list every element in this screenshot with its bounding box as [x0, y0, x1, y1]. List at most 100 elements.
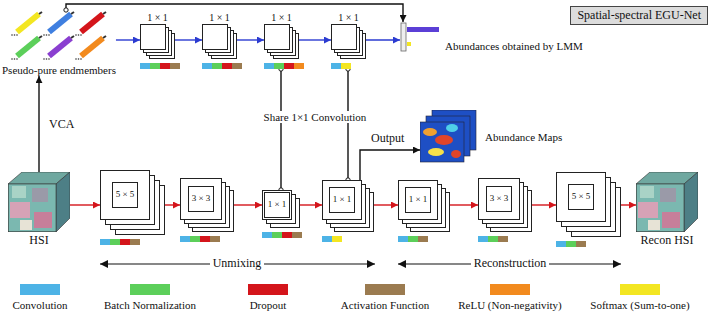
section-label: Reconstruction — [471, 257, 550, 270]
cube-front — [8, 184, 56, 232]
layer-op — [264, 63, 274, 69]
figure-node: Abundance Maps — [420, 110, 562, 165]
layer-frame — [140, 24, 175, 59]
legend-swatch — [20, 284, 60, 295]
endmember-bar — [81, 38, 103, 56]
feature-map — [479, 179, 520, 220]
feature-map — [399, 181, 438, 220]
layer-op — [210, 236, 220, 242]
node-label: Abundances obtained by LMM — [445, 40, 583, 52]
node-label: Pseudo-pure endmembers — [2, 64, 116, 76]
endmember-bar — [17, 14, 39, 32]
legend-text: Batch Normalization — [104, 299, 196, 311]
kernel-size: 3 × 3 — [192, 194, 211, 204]
layer-color-bar — [262, 232, 302, 238]
layer-op — [272, 232, 282, 238]
figure-node: HSI — [8, 172, 70, 247]
legend-item: ReLU (Non-negativity) — [458, 284, 562, 311]
connector — [374, 204, 398, 205]
layer-op — [331, 63, 341, 69]
connector — [621, 204, 636, 205]
dot — [80, 34, 82, 36]
dot — [48, 58, 50, 60]
legend-text: ReLU (Non-negativity) — [458, 299, 562, 311]
node-label: Abundance Maps — [485, 131, 562, 143]
abundance-bar — [407, 42, 411, 46]
layer-heading: 1 × 1 — [264, 12, 299, 23]
layer-color-bar — [322, 236, 342, 242]
layer-op — [556, 241, 566, 247]
layer-frame — [202, 24, 237, 59]
layer-op — [130, 239, 140, 245]
legend-item: Dropout — [248, 284, 288, 311]
layer-op — [284, 63, 294, 69]
connector — [299, 39, 331, 40]
kernel-size: 5 × 5 — [572, 192, 591, 202]
layer-op — [332, 236, 342, 242]
feature-map — [181, 179, 222, 220]
endmember-bar — [49, 38, 71, 56]
cube-front-outline — [8, 184, 56, 232]
legend-item: Batch Normalization — [104, 284, 196, 311]
edge-label-holder: Output — [368, 132, 407, 145]
layer-color-bar — [264, 63, 304, 69]
layer-color-bar — [556, 241, 586, 247]
edge-label: Output — [368, 132, 407, 145]
legend-swatch — [248, 284, 288, 295]
layer-op — [222, 63, 232, 69]
node-label: Recon HSI — [641, 234, 694, 247]
feature-map — [203, 25, 228, 50]
dot — [75, 34, 77, 36]
layer-stack: 5 × 5 — [556, 172, 621, 247]
layer-color-bar — [478, 236, 508, 242]
endmember-bar — [17, 38, 39, 56]
figure-node: Abundances obtained by LMM — [400, 22, 583, 52]
figure — [400, 22, 440, 52]
kernel-square — [569, 185, 594, 210]
layer-op — [282, 232, 292, 238]
section-label: Unmixing — [210, 257, 265, 270]
connector — [38, 76, 39, 172]
kernel-size: 5 × 5 — [116, 190, 135, 200]
dot — [16, 58, 18, 60]
kernel-square — [330, 188, 355, 213]
map-blob — [451, 150, 461, 158]
dot — [14, 58, 16, 60]
layer-op — [488, 236, 498, 242]
layer-op — [322, 236, 332, 242]
layer-stack-drawing — [202, 24, 237, 59]
kernel-size: 1 × 1 — [409, 195, 428, 205]
connector — [234, 204, 262, 205]
kernel-square — [406, 188, 431, 213]
layer-op — [292, 232, 302, 238]
kernel-size: 1 × 1 — [333, 195, 352, 205]
connector — [450, 204, 478, 205]
kernel-square — [189, 187, 214, 212]
legend-swatch — [490, 284, 530, 295]
connector — [280, 69, 281, 190]
layer-color-bar — [140, 63, 180, 69]
legend-swatch — [130, 284, 170, 295]
dot — [78, 34, 80, 36]
cube-patch — [660, 188, 676, 202]
dot — [80, 58, 82, 60]
layer-stack: 1 × 1 — [331, 12, 366, 69]
layer-stack-drawing — [478, 178, 532, 232]
figure — [9, 10, 109, 62]
layer-op — [418, 236, 428, 242]
cube-patch — [662, 212, 680, 228]
endmember-outline — [39, 36, 42, 38]
title: Spatial-spectral EGU-Net — [577, 9, 701, 22]
layer-stack: 3 × 3 — [478, 178, 532, 242]
layer-color-bar — [100, 239, 140, 245]
layer-op — [341, 63, 351, 69]
layer-op — [180, 236, 190, 242]
layer-stack-drawing — [322, 180, 374, 232]
endmember-outline — [103, 36, 106, 38]
dot — [11, 58, 13, 60]
endmember-outline — [71, 36, 74, 38]
layer-op — [150, 63, 160, 69]
layer-stack: 1 × 1 — [140, 12, 175, 69]
layer-op — [212, 63, 222, 69]
section-label: Share 1×1 Convolution — [261, 111, 370, 123]
